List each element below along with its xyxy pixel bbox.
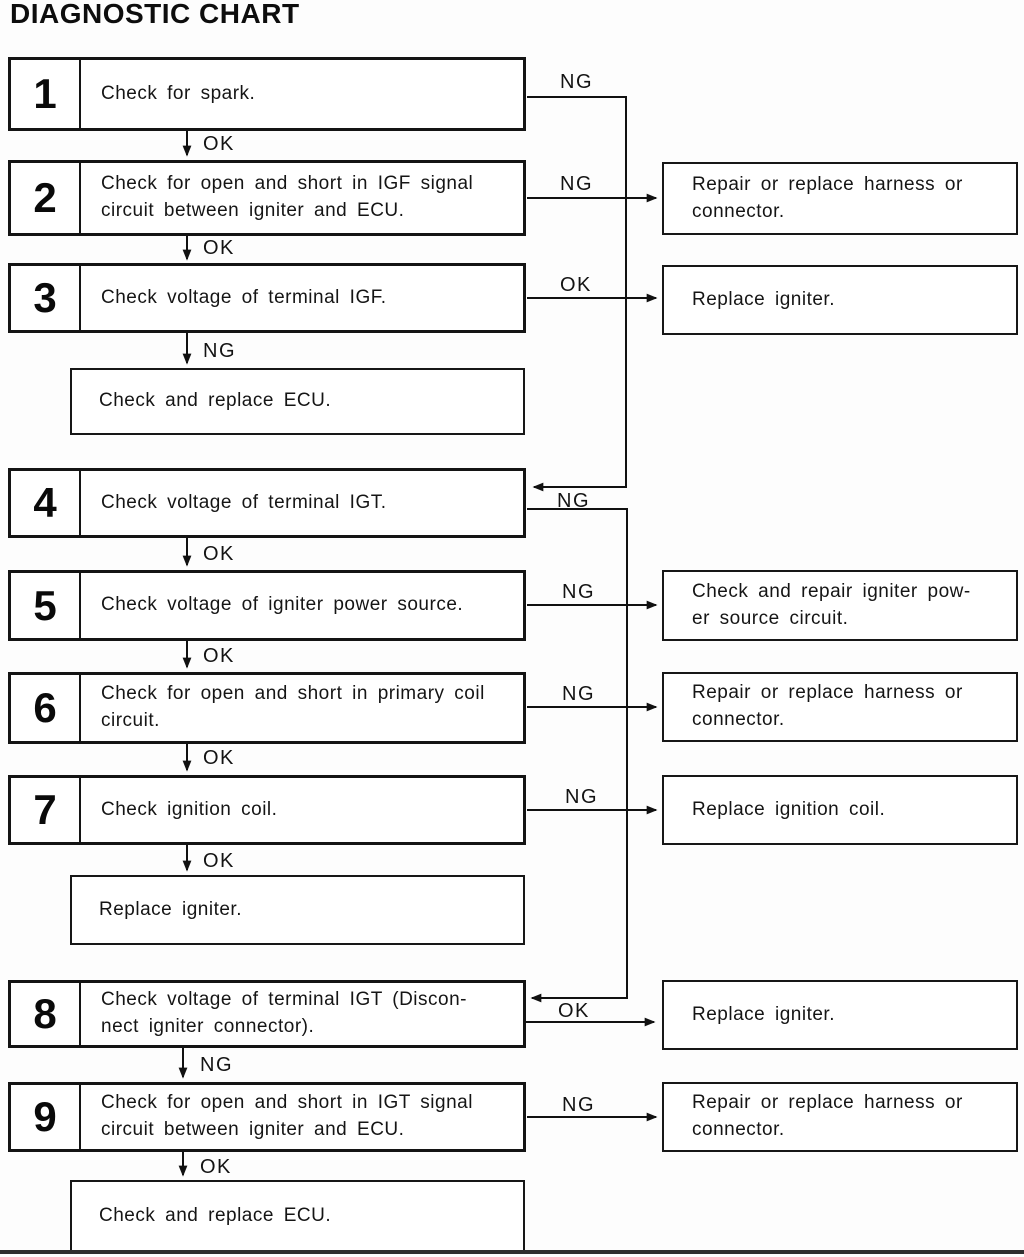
- step-2-number: 2: [11, 163, 81, 233]
- step-1-box: 1 Check for spark.: [8, 57, 526, 131]
- flow-label-step6-ok: OK: [203, 747, 235, 769]
- step-9-text: Check for open and short in IGT signal c…: [101, 1092, 473, 1140]
- step-2-box: 2 Check for open and short in IGF signal…: [8, 160, 526, 236]
- flow-label-step3-ng: NG: [203, 340, 236, 362]
- step-5-number: 5: [11, 573, 81, 638]
- result-check-replace-ecu-1: Check and replace ECU.: [70, 368, 525, 435]
- step-8-box: 8 Check voltage of terminal IGT (Discon-…: [8, 980, 526, 1048]
- flow-label-step3-ok: OK: [560, 274, 592, 296]
- result-repair-power-source: Check and repair igniter pow- er source …: [662, 570, 1018, 641]
- result-repair-harness-1: Repair or replace harness or connector.: [662, 162, 1018, 235]
- connector-step1-ng-to-step4: [527, 96, 627, 492]
- step-1-text: Check for spark.: [101, 82, 256, 104]
- step-8-text: Check voltage of terminal IGT (Discon- n…: [101, 989, 467, 1037]
- connector-step4-ng-to-step8: [527, 508, 628, 1003]
- flow-label-step5-ok: OK: [203, 645, 235, 667]
- step-4-box: 4 Check voltage of terminal IGT.: [8, 468, 526, 538]
- step-6-number: 6: [11, 675, 81, 741]
- step-7-number: 7: [11, 778, 81, 842]
- step-2-text: Check for open and short in IGF signal c…: [101, 173, 474, 221]
- step-9-number: 9: [11, 1085, 81, 1149]
- flow-label-step1-ng: NG: [560, 71, 593, 93]
- step-7-text: Check ignition coil.: [101, 798, 278, 820]
- step-9-box: 9 Check for open and short in IGT signal…: [8, 1082, 526, 1152]
- flow-label-step1-ok: OK: [203, 133, 235, 155]
- flow-label-step8-ok: OK: [558, 1000, 590, 1022]
- flow-label-step7-ok: OK: [203, 850, 235, 872]
- flow-label-step4-ng: NG: [557, 490, 590, 512]
- step-5-box: 5 Check voltage of igniter power source.: [8, 570, 526, 641]
- flow-label-step2-ok: OK: [203, 237, 235, 259]
- flow-label-step9-ok: OK: [200, 1156, 232, 1178]
- step-6-text: Check for open and short in primary coil…: [101, 683, 485, 731]
- step-5-text: Check voltage of igniter power source.: [101, 594, 464, 616]
- flow-label-step4-ok: OK: [203, 543, 235, 565]
- step-4-number: 4: [11, 471, 81, 535]
- step-3-box: 3 Check voltage of terminal IGF.: [8, 263, 526, 333]
- page-title: DIAGNOSTIC CHART: [10, 0, 300, 29]
- result-replace-igniter-left: Replace igniter.: [70, 875, 525, 945]
- result-replace-igniter-2: Replace igniter.: [662, 980, 1018, 1050]
- step-8-number: 8: [11, 983, 81, 1045]
- result-replace-ignition-coil: Replace ignition coil.: [662, 775, 1018, 845]
- step-7-box: 7 Check ignition coil.: [8, 775, 526, 845]
- step-1-number: 1: [11, 60, 81, 128]
- page-bottom-rule: [0, 1250, 1024, 1254]
- result-repair-harness-3: Repair or replace harness or connector.: [662, 1082, 1018, 1152]
- step-3-number: 3: [11, 266, 81, 330]
- result-replace-igniter-1: Replace igniter.: [662, 265, 1018, 335]
- flow-label-step2-ng: NG: [560, 173, 593, 195]
- result-check-replace-ecu-2: Check and replace ECU.: [70, 1180, 525, 1252]
- flow-label-step5-ng: NG: [562, 581, 595, 603]
- step-6-box: 6 Check for open and short in primary co…: [8, 672, 526, 744]
- result-repair-harness-2: Repair or replace harness or connector.: [662, 672, 1018, 742]
- flow-label-step8-ng: NG: [200, 1054, 233, 1076]
- step-4-text: Check voltage of terminal IGT.: [101, 491, 387, 513]
- flow-label-step9-ng: NG: [562, 1094, 595, 1116]
- flow-label-step7-ng: NG: [565, 786, 598, 808]
- step-3-text: Check voltage of terminal IGF.: [101, 286, 387, 308]
- flow-label-step6-ng: NG: [562, 683, 595, 705]
